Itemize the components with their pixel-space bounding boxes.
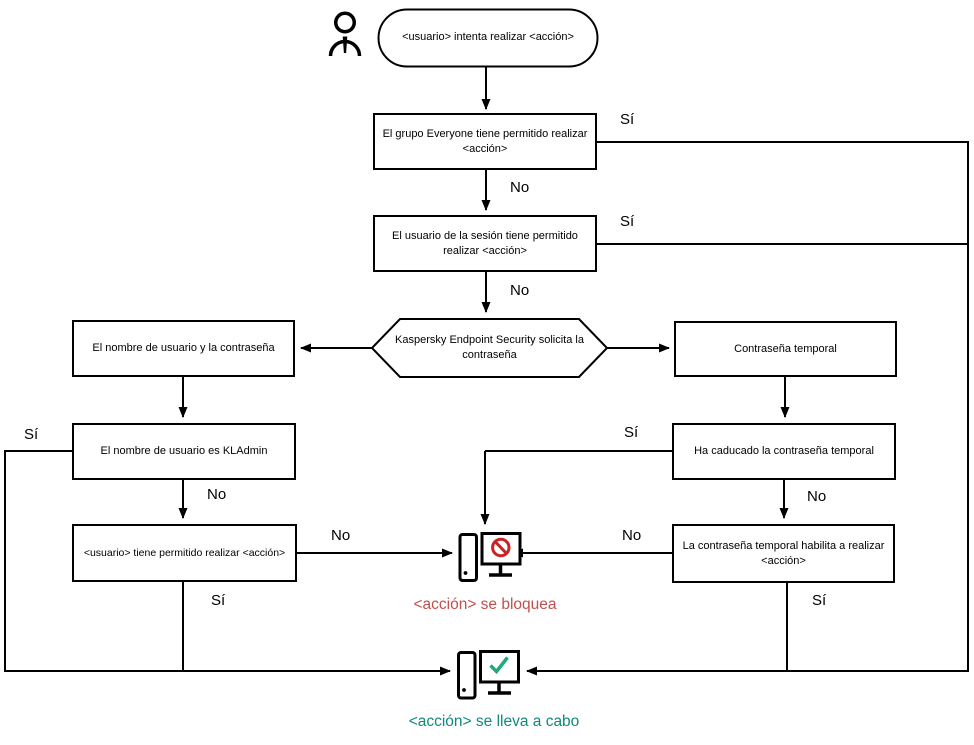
start-node: <usuario> intenta realizar <acción>	[402, 31, 574, 44]
start-oval-shape	[377, 8, 599, 68]
prohibition-icon	[491, 537, 511, 558]
user-icon	[328, 11, 362, 57]
label-no-session: No	[510, 282, 530, 299]
node-everyone: El grupo Everyone tiene permitido realiz…	[373, 113, 597, 170]
label-no-user-allowed: No	[331, 527, 351, 544]
label-yes-temp-expired: Sí	[624, 424, 639, 441]
checkmark-icon	[489, 656, 509, 675]
success-computer-icon	[457, 650, 520, 700]
label-yes-everyone: Sí	[620, 111, 635, 128]
label-no-temp-expired: No	[807, 488, 827, 505]
outcome-performed-text: <acción> se lleva a cabo	[408, 713, 580, 730]
label-yes-user-allowed: Sí	[211, 592, 226, 609]
label-yes-session: Sí	[620, 213, 635, 230]
node-temp-expired: Ha caducado la contraseña temporal	[672, 423, 896, 480]
node-kes-prompt: Kaspersky Endpoint Security solicita la …	[395, 334, 584, 361]
node-session-user: El usuario de la sesión tiene permitido …	[373, 215, 597, 272]
arrow-connectors	[4, 66, 969, 676]
node-kladmin: El nombre de usuario es KLAdmin	[72, 423, 296, 480]
plain-connectors	[182, 243, 968, 671]
outcome-blocked-text: <acción> se bloquea	[413, 596, 557, 613]
label-no-kladmin: No	[207, 486, 227, 503]
label-no-everyone: No	[510, 179, 530, 196]
label-no-temp-allows: No	[622, 527, 642, 544]
node-user-allowed: <usuario> tiene permitido realizar <acci…	[72, 524, 297, 582]
node-temp-password: Contraseña temporal	[674, 321, 897, 377]
label-yes-temp-allows: Sí	[812, 592, 827, 609]
node-user-password: El nombre de usuario y la contraseña	[72, 320, 295, 377]
blocked-computer-icon	[458, 532, 522, 582]
node-temp-allows: La contraseña temporal habilita a realiz…	[672, 524, 895, 583]
label-yes-kladmin: Sí	[24, 426, 39, 443]
